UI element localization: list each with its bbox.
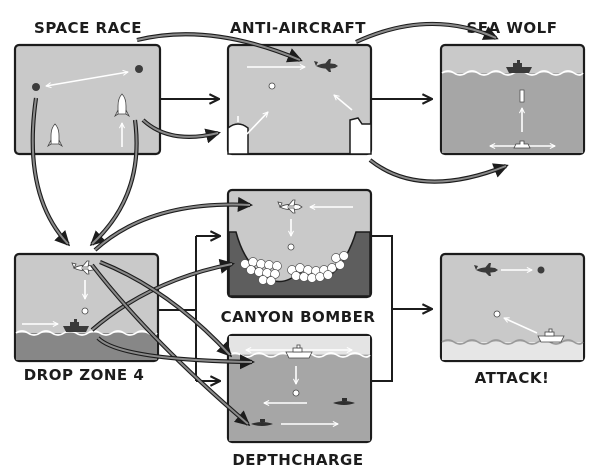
flak-shot: [268, 82, 276, 90]
asteroid-icon: [135, 65, 143, 73]
panel-sea-wolf: [439, 43, 586, 156]
title-attack: ATTACK!: [475, 369, 550, 387]
submarine-icon: [513, 140, 531, 149]
panel-drop-zone-4: [13, 252, 160, 363]
panel-canyon-bomber: [226, 188, 373, 299]
title-canyon-bomber: CANYON BOMBER: [221, 308, 376, 326]
torpedo-icon: [519, 89, 525, 103]
canyon-rocks: [240, 251, 349, 286]
bomb-icon: [537, 266, 545, 274]
depth-charge-icon: [292, 389, 300, 397]
rocket-icon: [113, 93, 131, 118]
flak-shot: [493, 310, 501, 318]
title-anti-aircraft: ANTI-AIRCRAFT: [230, 19, 366, 37]
panel-attack: [439, 252, 586, 363]
rocket-icon: [46, 123, 64, 148]
influence-arrows: [30, 21, 509, 426]
title-sea-wolf: SEA WOLF: [467, 19, 558, 37]
title-depthcharge: DEPTHCHARGE: [232, 451, 363, 469]
title-drop-zone-4: DROP ZONE 4: [24, 366, 145, 384]
flow-arrows: [158, 99, 432, 381]
bomb-icon: [81, 307, 89, 315]
asteroid-icon: [32, 83, 40, 91]
bomb-icon: [287, 243, 295, 251]
panel-anti-aircraft: [226, 43, 373, 156]
title-space-race: SPACE RACE: [34, 19, 142, 37]
panel-depthcharge: [226, 333, 373, 444]
